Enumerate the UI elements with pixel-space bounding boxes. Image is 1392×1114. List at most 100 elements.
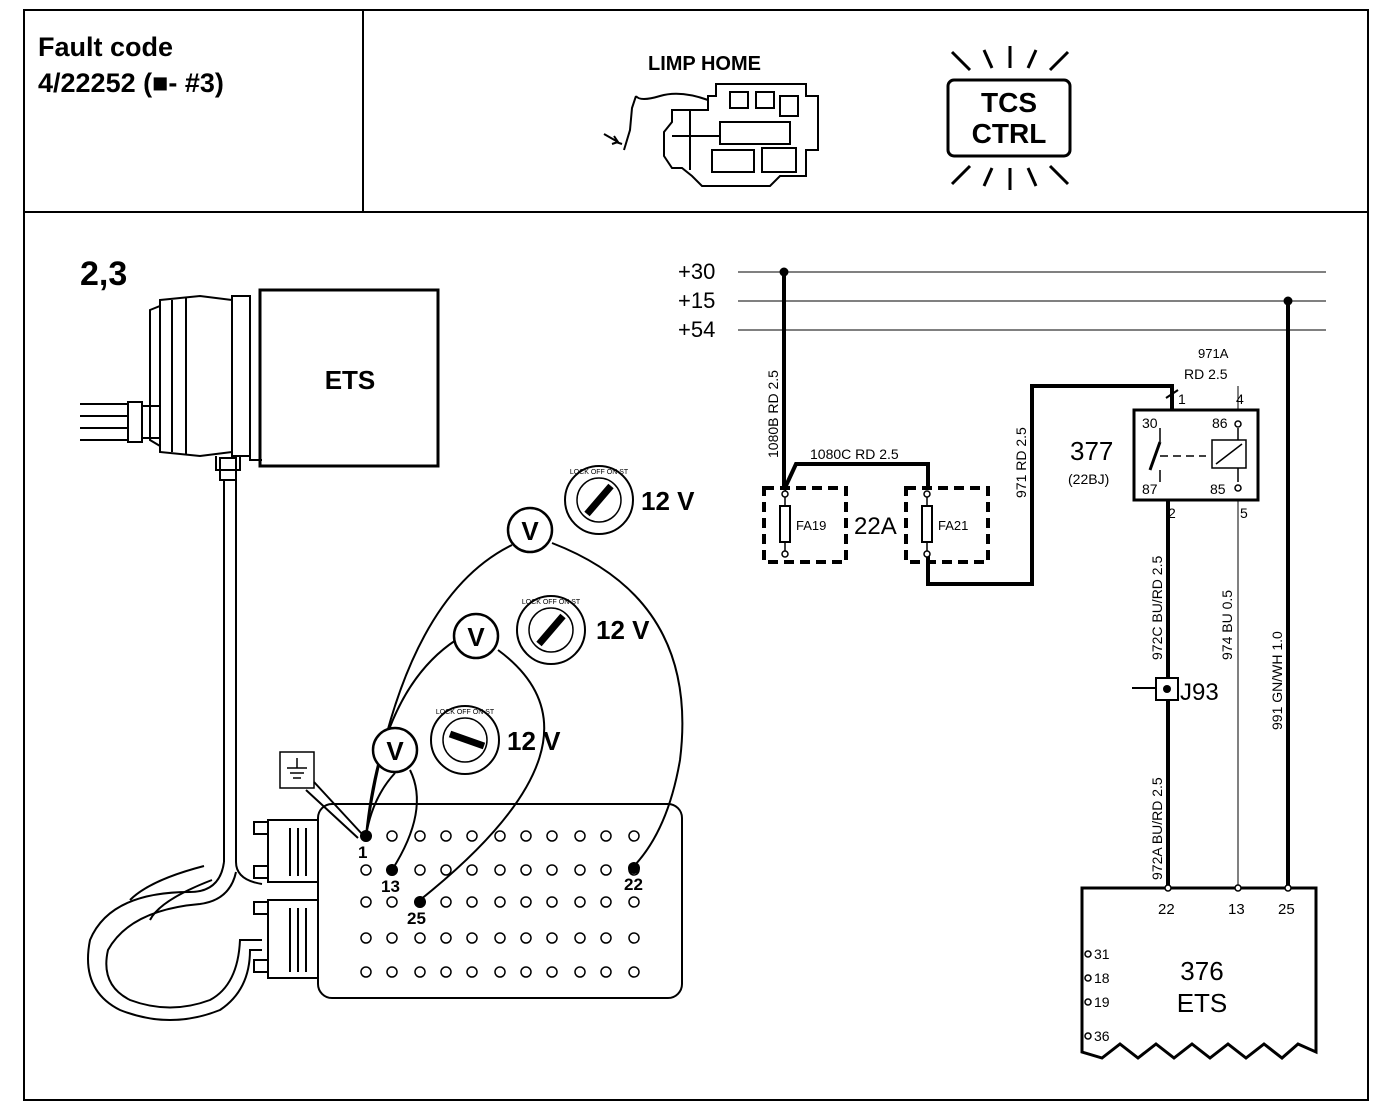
breakout-pin (440, 864, 452, 876)
pin-25-label: 25 (407, 909, 426, 928)
ecu-side-pin-31: 31 (1094, 946, 1110, 962)
pin-13-dot (386, 864, 398, 876)
ignition-switch-3-positions: LOCK OFF ON ST (436, 709, 495, 716)
relay-377 (1132, 408, 1260, 502)
step-number: 2,3 (80, 255, 127, 293)
rail-30-label: +30 (678, 259, 715, 284)
relay-location: (22BJ) (1068, 471, 1109, 487)
tcs-label: TCS (981, 87, 1037, 118)
breakout-pin (574, 932, 586, 944)
relay-terminal-2: 2 (1168, 505, 1176, 521)
breakout-pin (360, 932, 372, 944)
ignition-switch-3-icon: LOCK OFF ON ST (430, 705, 500, 775)
breakout-pin (414, 830, 426, 842)
wire-1080b-label: 1080B RD 2.5 (765, 370, 781, 458)
ecu-pin-25: 25 (1278, 901, 1295, 918)
fuse-fa21-label: FA21 (938, 518, 968, 533)
voltmeter-3: V (371, 726, 419, 774)
voltmeter-2: V (452, 612, 500, 660)
junction-label: J93 (1180, 679, 1219, 706)
rail-15-label: +15 (678, 288, 715, 313)
voltmeter-2-symbol: V (467, 622, 485, 652)
wire-974-label: 974 BU 0.5 (1219, 590, 1235, 660)
breakout-pin (546, 932, 558, 944)
relay-id: 377 (1070, 436, 1113, 466)
ecu-pin-22: 22 (1158, 901, 1175, 918)
breakout-pin (414, 966, 426, 978)
breakout-pin (466, 966, 478, 978)
breakout-pin (494, 932, 506, 944)
breakout-pin (600, 932, 612, 944)
ecu-side-pin-18: 18 (1094, 970, 1110, 986)
voltmeter-3-symbol: V (386, 736, 404, 766)
breakout-pin (520, 830, 532, 842)
wire-972a-label: 972A BU/RD 2.5 (1149, 777, 1165, 880)
measured-pins (360, 830, 640, 908)
breakout-pin (628, 830, 640, 842)
breakout-pin (628, 966, 640, 978)
breakout-pin (546, 966, 558, 978)
ets-harness (87, 480, 263, 1021)
wire-971a-spec: RD 2.5 (1184, 366, 1228, 382)
ecu-pin-13: 13 (1228, 901, 1245, 918)
fuse-fa19-label: FA19 (796, 518, 826, 533)
limp-home-label: LIMP HOME (648, 53, 761, 75)
meter-leads (365, 542, 684, 901)
ets-unit-drawing (80, 288, 440, 481)
voltmeter-1: V (506, 506, 554, 554)
breakout-pin (546, 830, 558, 842)
voltage-reading-1: 12 V (641, 486, 695, 516)
ignition-switch-2-icon: LOCK OFF ON ST (516, 595, 586, 665)
fusebox-label: 22A (854, 513, 897, 540)
breakout-pin (360, 966, 372, 978)
breakout-pin (414, 932, 426, 944)
breakout-pin (628, 896, 640, 908)
voltage-reading-3: 12 V (507, 726, 561, 756)
breakout-pin (520, 932, 532, 944)
pin-22-label: 22 (624, 875, 643, 894)
breakout-pin (386, 896, 398, 908)
breakout-pin (574, 966, 586, 978)
ground-symbol-icon (279, 751, 363, 839)
ecu-pin-markers (1084, 884, 1292, 1040)
relay-pin-30: 30 (1142, 415, 1158, 431)
ctrl-label: CTRL (972, 118, 1047, 149)
ecu-name: ETS (1177, 988, 1228, 1018)
pin-22-dot (628, 862, 640, 874)
breakout-pin (386, 932, 398, 944)
breakout-pin (600, 896, 612, 908)
breakout-pin (440, 830, 452, 842)
rail-54-label: +54 (678, 317, 715, 342)
circuit-wires (779, 267, 1293, 888)
breakout-pin (574, 864, 586, 876)
voltmeter-1-symbol: V (521, 516, 539, 546)
ets-unit-label: ETS (325, 365, 376, 395)
breakout-pin (628, 932, 640, 944)
wire-991-label: 991 GN/WH 1.0 (1269, 631, 1285, 730)
breakout-pin (546, 864, 558, 876)
breakout-pin (600, 966, 612, 978)
relay-pin-86: 86 (1212, 415, 1228, 431)
relay-pin-87: 87 (1142, 481, 1158, 497)
ecu-side-pin-36: 36 (1094, 1028, 1110, 1044)
breakout-pin (574, 896, 586, 908)
breakout-pin (546, 896, 558, 908)
ecu-side-pin-19: 19 (1094, 994, 1110, 1010)
breakout-pin (360, 896, 372, 908)
breakout-pin (494, 896, 506, 908)
breakout-pin (466, 864, 478, 876)
breakout-pin (386, 966, 398, 978)
supply-rails (738, 271, 1326, 331)
harness-connector-upper (253, 819, 319, 883)
relay-terminal-4: 4 (1236, 391, 1244, 407)
breakout-pin (494, 830, 506, 842)
breakout-pin (494, 864, 506, 876)
harness-connector-lower (253, 899, 319, 979)
breakout-box (317, 803, 683, 999)
ecu-376 (1080, 886, 1318, 1060)
relay-pin-85: 85 (1210, 481, 1226, 497)
ignition-switch-1-icon: LOCK OFF ON ST (564, 465, 634, 535)
fault-code-title: Fault code (38, 32, 173, 62)
fault-code-number: 4/22252 (■- #3) (38, 68, 224, 98)
